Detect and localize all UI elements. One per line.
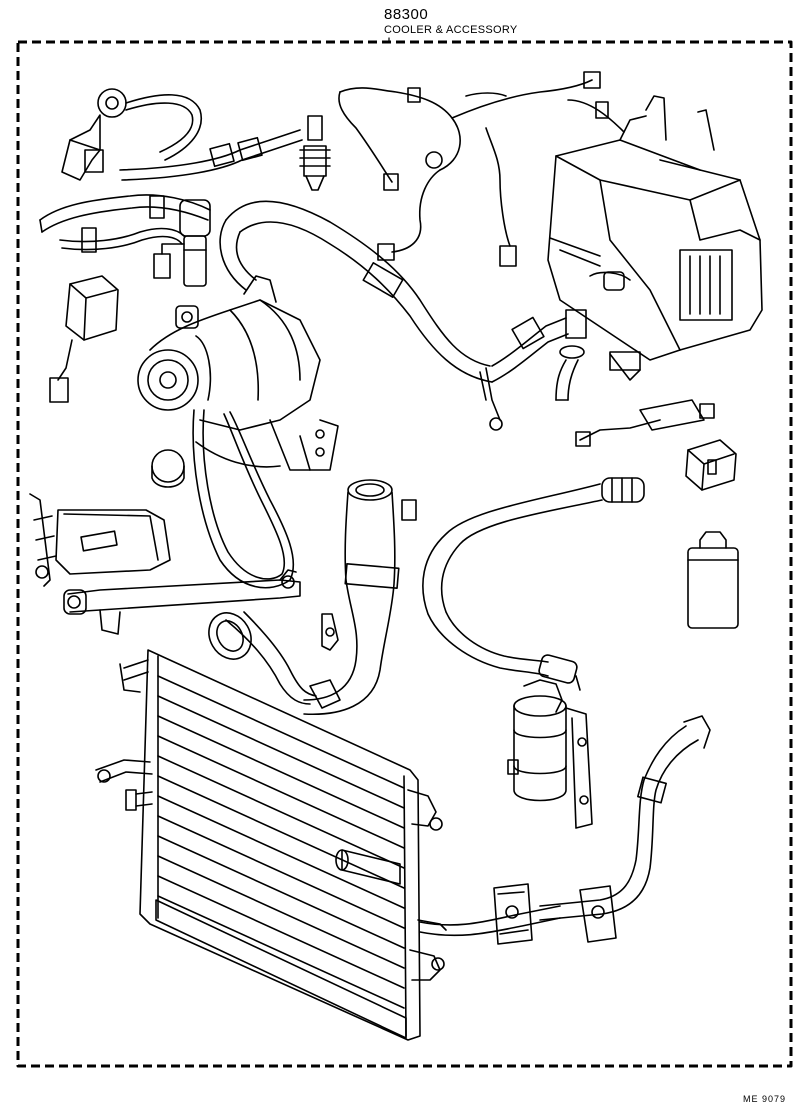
drawing-ref: ME 9079 [742, 1094, 786, 1104]
liquid-pipe [540, 716, 710, 942]
vacuum-switch [300, 116, 330, 190]
cooler-amplifier [50, 276, 118, 402]
vacuum-hose-assembly [40, 89, 302, 252]
condenser-pipe [420, 884, 560, 944]
compressor [138, 276, 338, 470]
discharge-hose [201, 480, 416, 714]
magnetic-clutch-relay [686, 440, 736, 490]
compressor-bracket [30, 494, 170, 586]
part-code: 88300 [384, 6, 429, 23]
drain-hose [556, 346, 584, 400]
receiver-cover [688, 532, 738, 628]
wiring-harness [339, 72, 600, 266]
drive-belt [193, 410, 293, 588]
idler-pulley [152, 450, 184, 487]
liquid-tube [423, 478, 644, 690]
condenser [96, 650, 446, 1040]
suction-hose [220, 201, 586, 430]
cooling-unit [548, 96, 762, 380]
part-title: COOLER & ACCESSORY [384, 24, 518, 36]
receiver-drier [508, 680, 592, 828]
vacuum-valve [154, 200, 210, 286]
thermistor [576, 400, 714, 446]
adjusting-bolt [64, 570, 300, 634]
diagram-frame [18, 38, 791, 1066]
condenser-seal [156, 900, 406, 1038]
